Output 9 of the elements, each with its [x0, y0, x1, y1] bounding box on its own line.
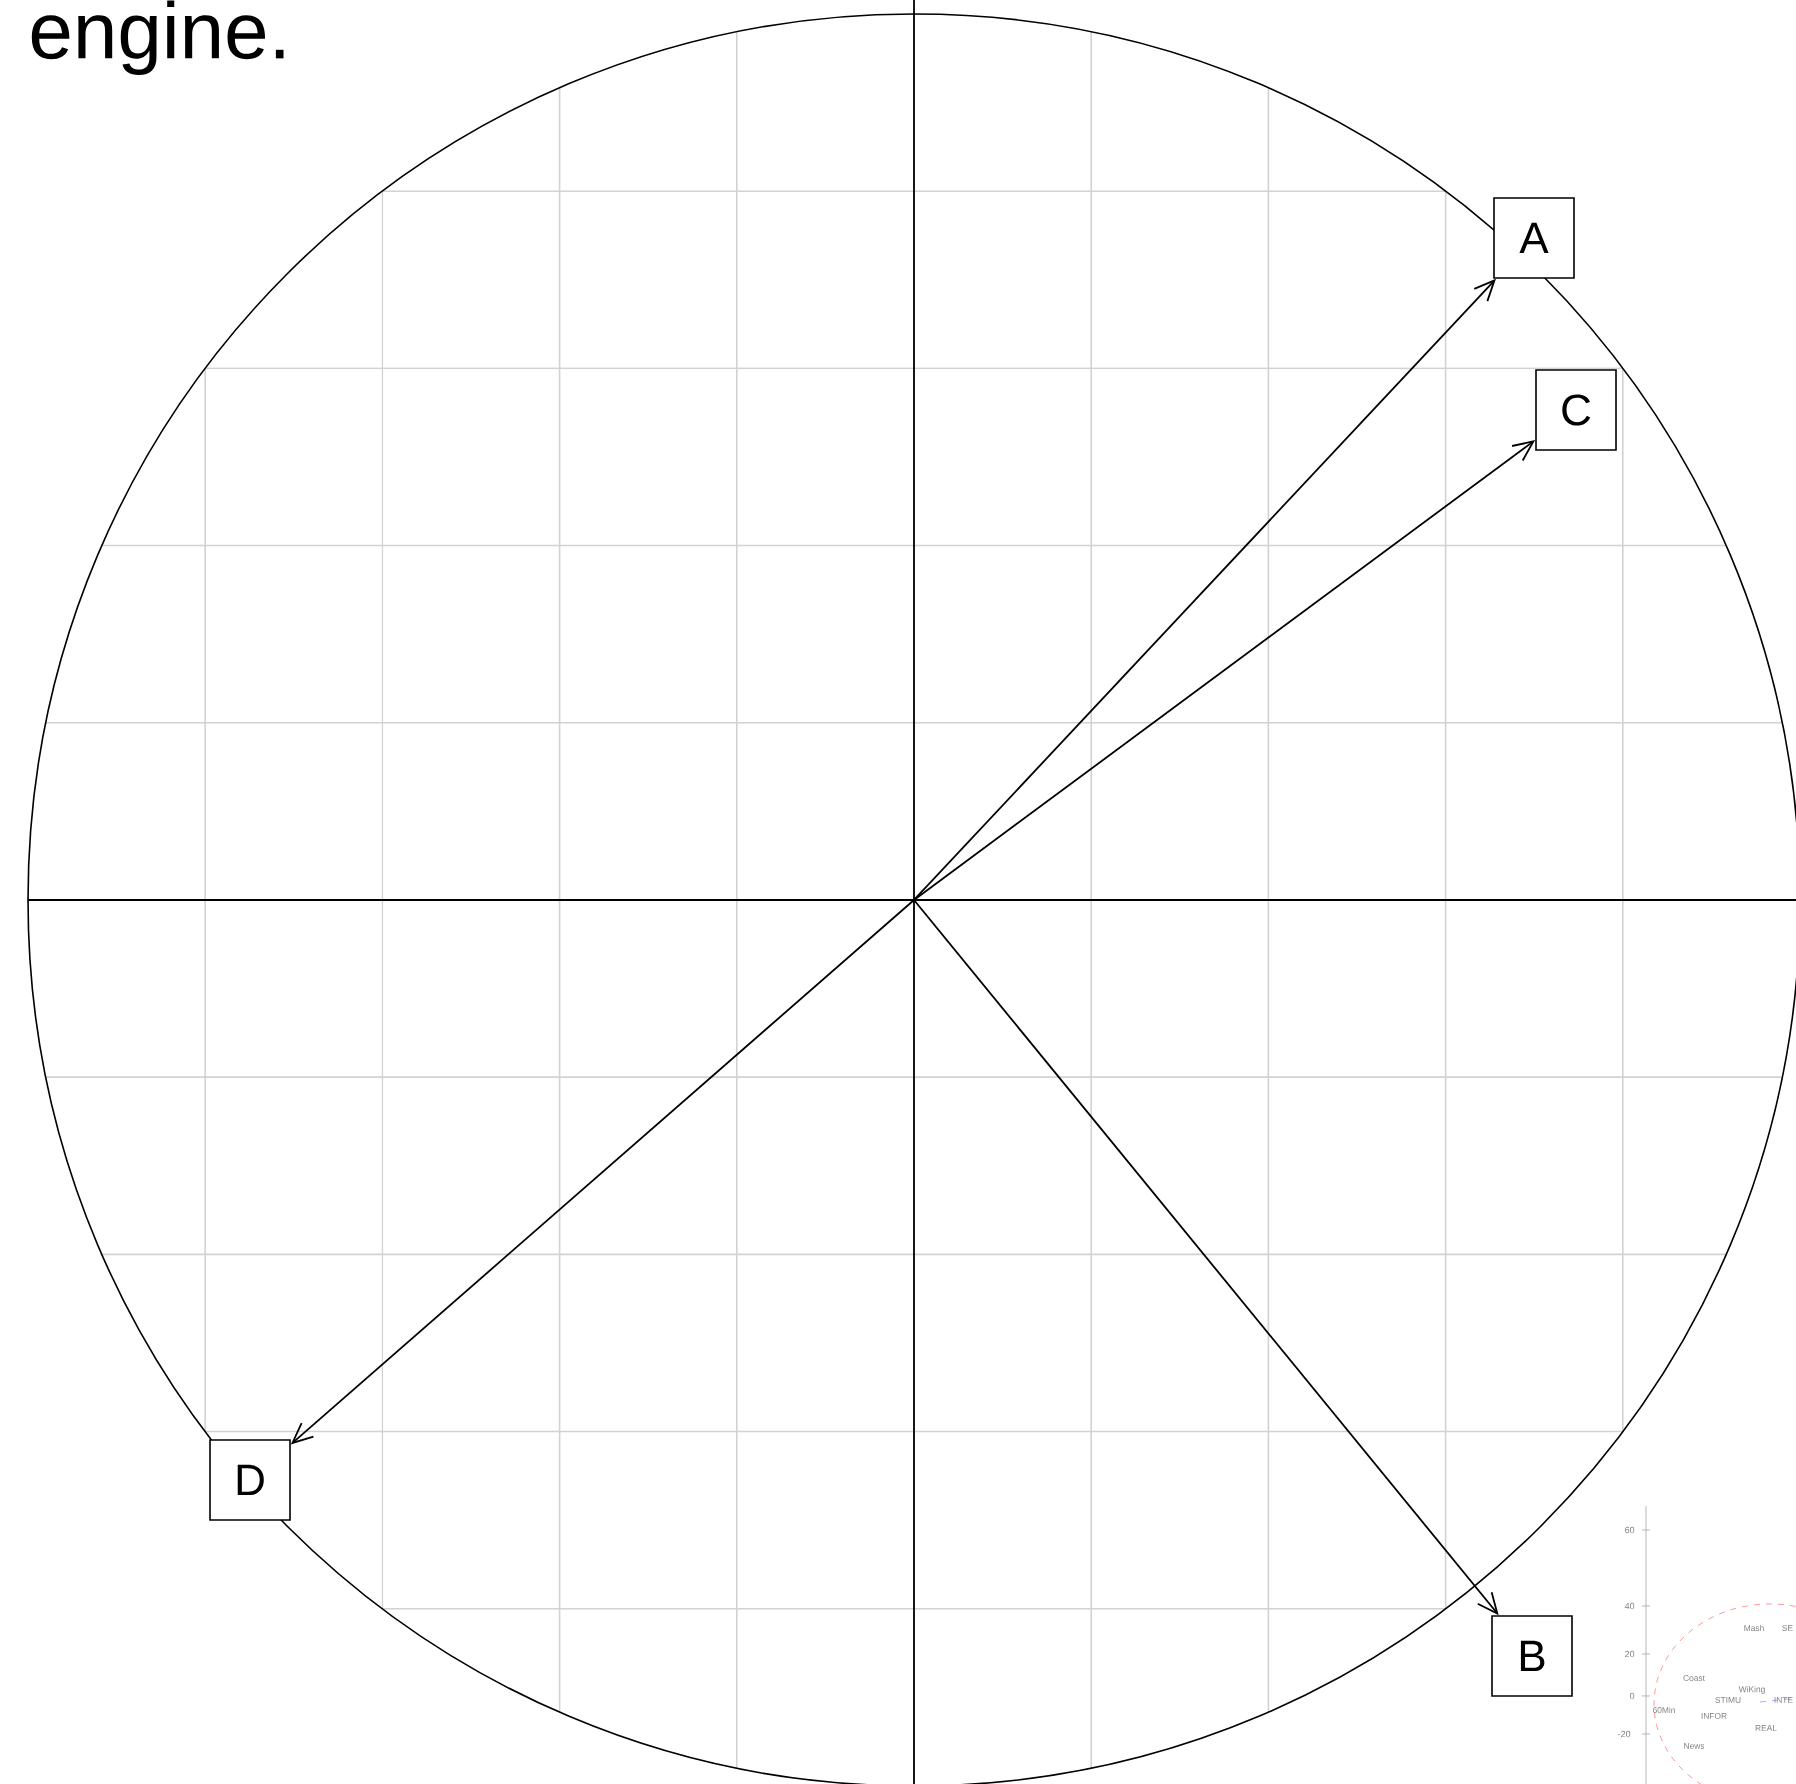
label-box: C [1535, 369, 1617, 451]
label-box: A [1493, 197, 1575, 279]
heading: engine. [31, 0, 284, 75]
arrow [913, 440, 1536, 901]
label-box: D [209, 1439, 291, 1521]
label-box: B [1491, 1615, 1573, 1697]
arrow [913, 278, 1496, 901]
arrow [290, 899, 915, 1445]
arrow [913, 899, 1499, 1616]
